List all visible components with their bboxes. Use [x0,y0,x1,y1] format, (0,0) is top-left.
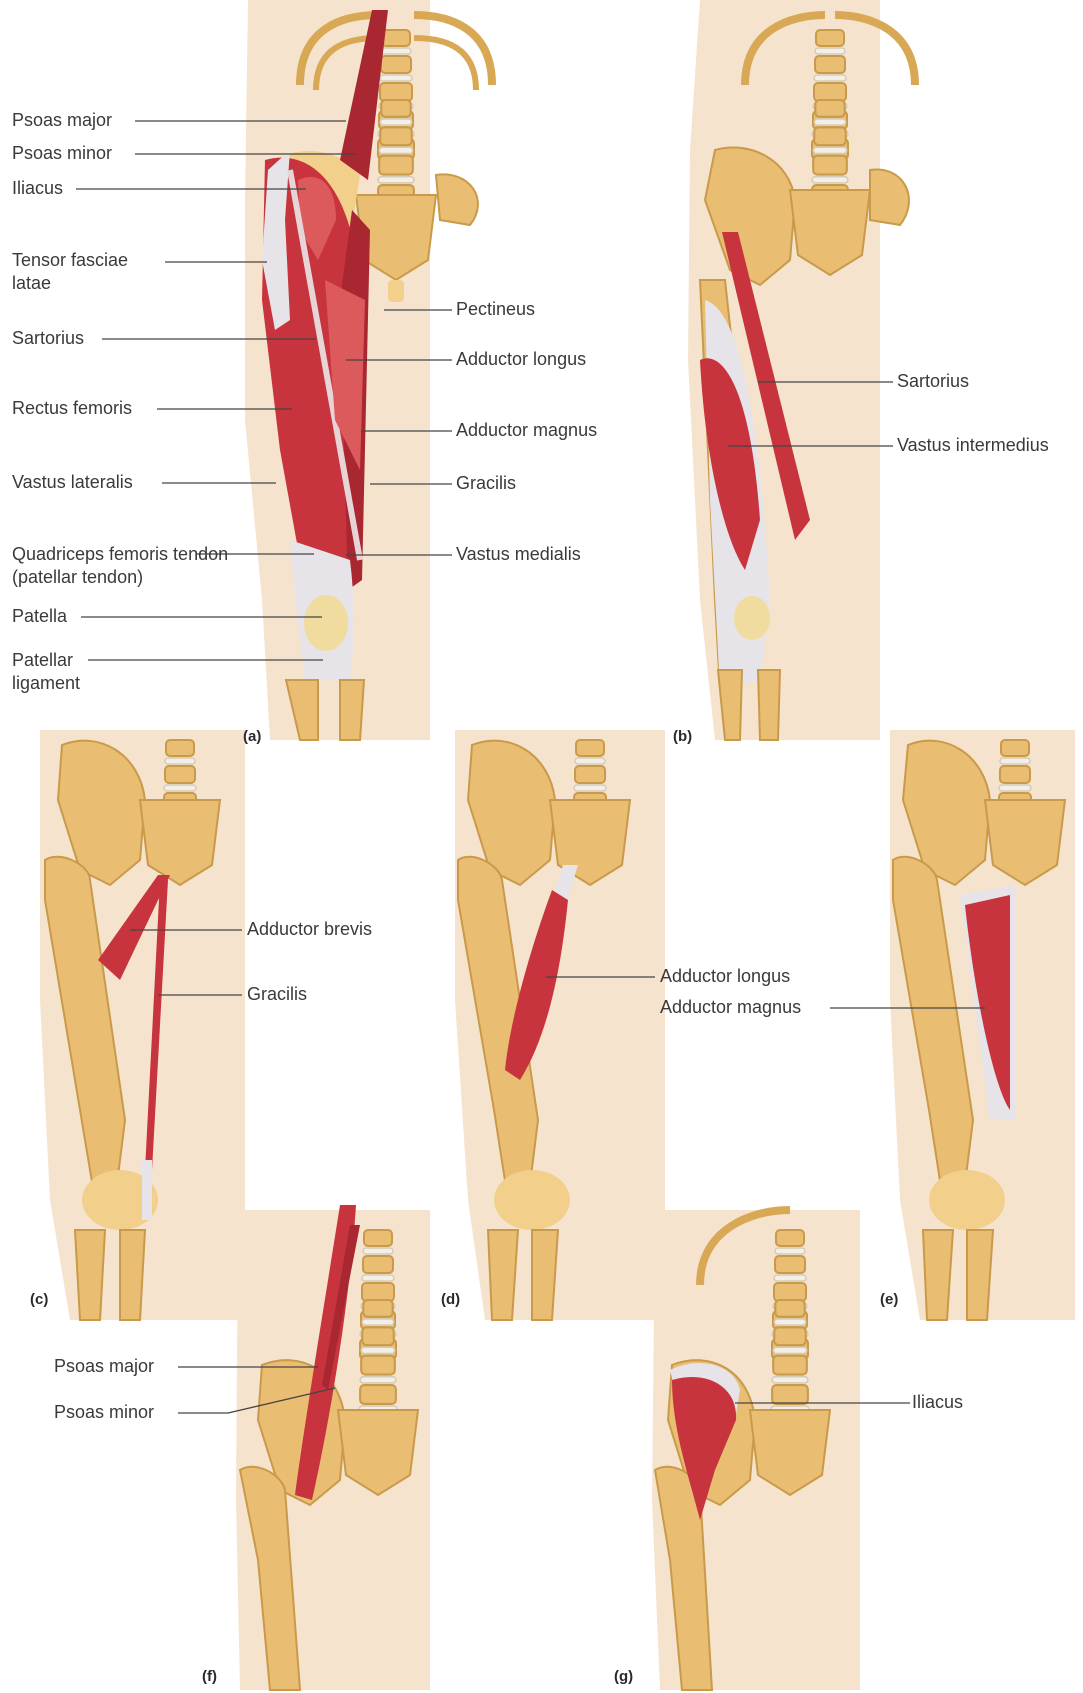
label-iliacus-g: Iliacus [912,1391,963,1414]
panel-tag-d: (d) [441,1291,460,1308]
panel-f-illustration [236,1205,430,1690]
label-gracilis-a: Gracilis [456,472,516,495]
label-adductor-magnus-a: Adductor magnus [456,419,597,442]
panel-tag-c: (c) [30,1291,48,1308]
label-patellar-ligament: Patellar ligament [12,649,92,695]
label-adductor-longus-d: Adductor longus [660,965,790,988]
label-sartorius: Sartorius [12,327,84,350]
panel-a-illustration [245,0,492,740]
label-vastus-lateralis: Vastus lateralis [12,471,133,494]
label-adductor-longus-a: Adductor longus [456,348,586,371]
label-quadriceps-femoris-tendon: Quadriceps femoris tendon (patellar tend… [12,543,242,589]
label-psoas-major: Psoas major [12,109,112,132]
label-psoas-major-f: Psoas major [54,1355,154,1378]
panel-d-illustration [455,730,665,1320]
panel-tag-g: (g) [614,1668,633,1685]
label-rectus-femoris: Rectus femoris [12,397,132,420]
panel-tag-a: (a) [243,728,261,745]
panel-tag-f: (f) [202,1668,217,1685]
label-vastus-medialis: Vastus medialis [456,543,581,566]
label-patella: Patella [12,605,67,628]
panel-e-illustration [890,730,1075,1320]
label-psoas-minor-f: Psoas minor [54,1401,154,1424]
label-psoas-minor: Psoas minor [12,142,112,165]
panel-b-illustration [688,0,915,740]
label-tensor-fasciae-latae: Tensor fasciae latae [12,249,162,295]
panel-g-illustration [652,1210,860,1690]
panel-tag-b: (b) [673,728,692,745]
panel-c-illustration [40,730,245,1320]
label-gracilis-c: Gracilis [247,983,307,1006]
panel-tag-e: (e) [880,1291,898,1308]
label-pectineus: Pectineus [456,298,535,321]
label-vastus-intermedius: Vastus intermedius [897,434,1049,457]
label-adductor-brevis: Adductor brevis [247,918,372,941]
label-iliacus: Iliacus [12,177,63,200]
label-adductor-magnus-e: Adductor magnus [660,996,801,1019]
label-sartorius-b: Sartorius [897,370,969,393]
